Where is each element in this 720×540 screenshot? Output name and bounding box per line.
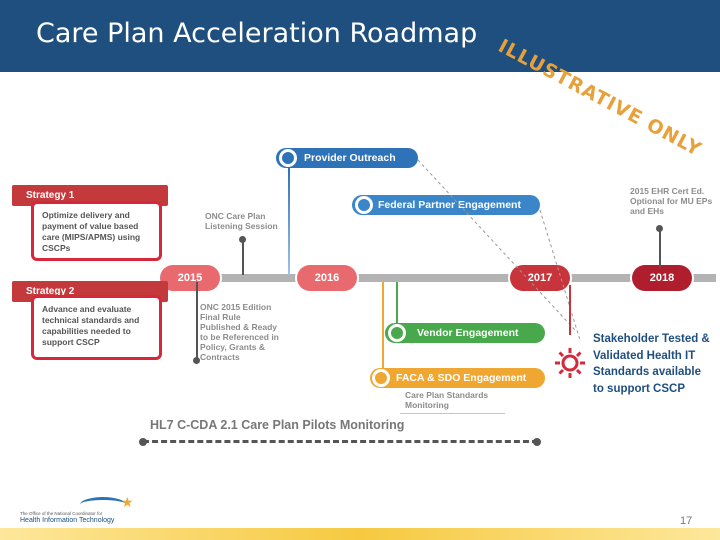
- federal-partner-bar: Federal Partner Engagement: [352, 195, 540, 215]
- vendor-label: Vendor Engagement: [417, 327, 519, 339]
- logo-line-1: The Office of the National Coordinator f…: [20, 511, 103, 516]
- gear-icon: [555, 348, 585, 378]
- listening-session-dot: [239, 236, 246, 243]
- final-rule-dot: [193, 357, 200, 364]
- dashed-connector-2: [539, 209, 581, 341]
- logo-line-2: Health Information Technology: [20, 517, 115, 524]
- federal-partner-icon: [355, 196, 373, 214]
- title-bar: [0, 0, 720, 72]
- provider-outreach-label: Provider Outreach: [304, 152, 396, 164]
- page-number: 17: [680, 515, 693, 527]
- logo-swoosh: [80, 497, 126, 512]
- provider-outreach-stem: [288, 168, 290, 275]
- cert-stem: [659, 228, 661, 268]
- cert-dot: [656, 225, 663, 232]
- pilots-start-dot: [139, 438, 147, 446]
- pilots-dashed-line: [143, 440, 538, 443]
- year-2017: 2017: [510, 265, 570, 291]
- standards-monitoring-label: Care Plan Standards Monitoring: [405, 390, 489, 410]
- provider-outreach-bar: Provider Outreach: [276, 148, 418, 168]
- year-2016: 2016: [297, 265, 357, 291]
- strategy-1-text: Optimize delivery and payment of value b…: [42, 210, 141, 253]
- final-rule-label: ONC 2015 Edition Final Rule Published & …: [200, 302, 279, 362]
- faca-stem: [382, 282, 384, 368]
- strategy-2-box: Advance and evaluate technical standards…: [31, 295, 162, 360]
- strategy-2-text: Advance and evaluate technical standards…: [42, 304, 140, 347]
- cert-label: 2015 EHR Cert Ed. Optional for MU EPs an…: [630, 186, 713, 216]
- vendor-icon: [388, 324, 406, 342]
- slide-title: Care Plan Acceleration Roadmap: [36, 18, 478, 49]
- year-2018: 2018: [632, 265, 692, 291]
- pilots-label: HL7 C-CDA 2.1 Care Plan Pilots Monitorin…: [150, 418, 405, 432]
- federal-partner-label: Federal Partner Engagement: [378, 199, 521, 211]
- vendor-bar: Vendor Engagement: [385, 323, 545, 343]
- footer-bar: [0, 528, 720, 540]
- strategy-1-box: Optimize delivery and payment of value b…: [31, 201, 162, 261]
- listening-session-stem: [242, 240, 244, 275]
- pilots-end-dot: [533, 438, 541, 446]
- onc-logo: ★ The Office of the National Coordinator…: [20, 494, 135, 527]
- listening-session-label: ONC Care Plan Listening Session: [205, 211, 278, 231]
- faca-label: FACA & SDO Engagement: [396, 372, 527, 384]
- faca-bar: FACA & SDO Engagement: [370, 368, 545, 388]
- outcome-text: Stakeholder Tested & Validated Health IT…: [593, 333, 710, 395]
- dashed-connector-1: [417, 159, 576, 331]
- final-rule-stem: [196, 282, 198, 360]
- provider-outreach-icon: [279, 149, 297, 167]
- logo-star-icon: ★: [121, 494, 134, 510]
- strategy-1-header: Strategy 1: [12, 185, 168, 206]
- standards-monitoring-underline: [400, 413, 505, 414]
- vendor-stem: [396, 282, 398, 324]
- faca-icon: [372, 369, 390, 387]
- year-2015: 2015: [160, 265, 220, 291]
- timeline-axis: [163, 274, 716, 282]
